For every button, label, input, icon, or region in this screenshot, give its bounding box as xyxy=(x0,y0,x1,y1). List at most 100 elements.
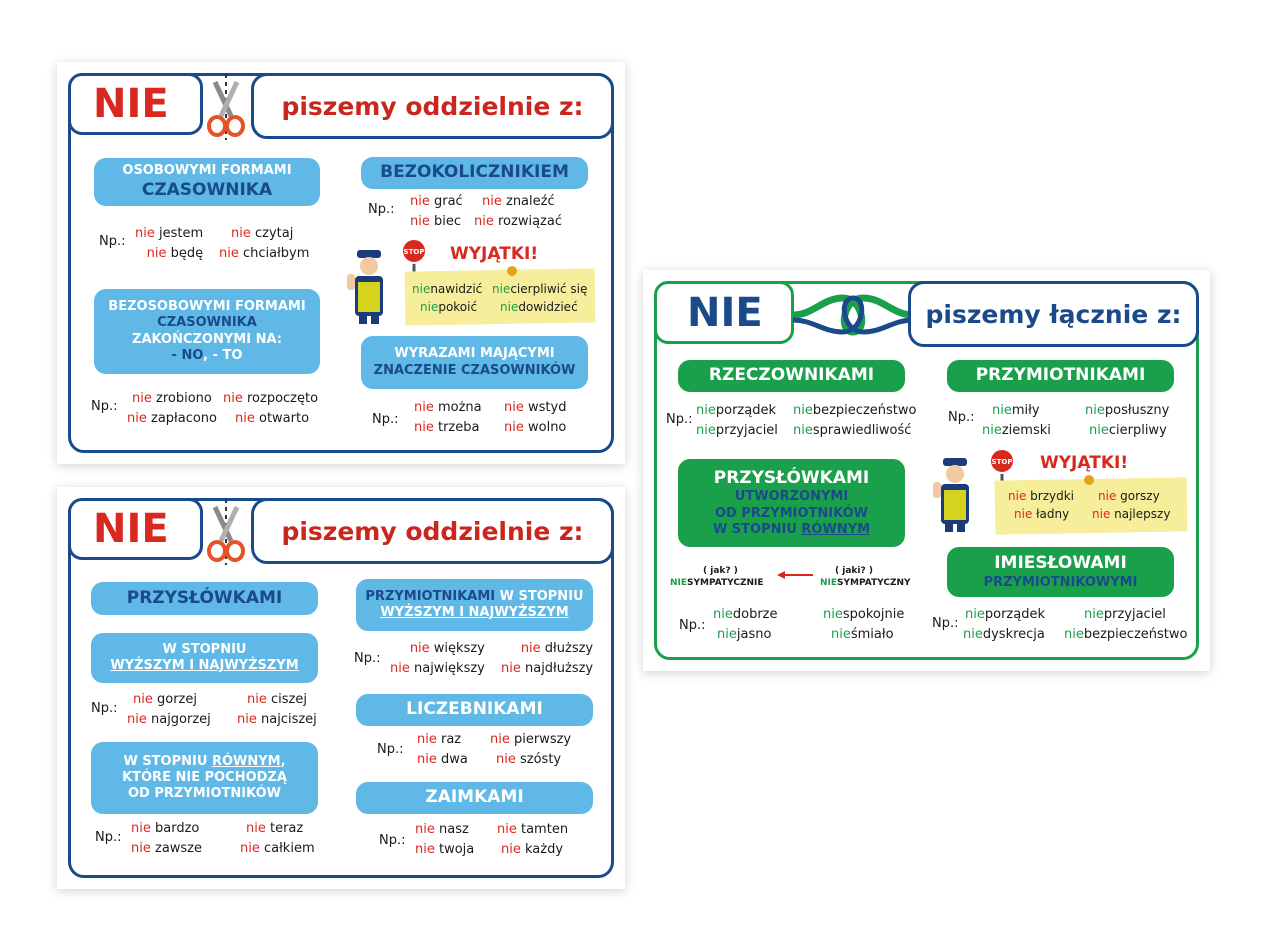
example-word: ładny xyxy=(1032,507,1070,521)
nie-prefix: nie xyxy=(1092,507,1111,521)
label-line: RÓWNYM xyxy=(211,753,281,769)
np-label: Np.: xyxy=(948,410,975,425)
rzeczowniki-label: RZECZOWNIKAMI xyxy=(678,360,905,392)
header-title: piszemy oddzielnie z: xyxy=(251,73,614,139)
example-word: SYMPATYCZNIE xyxy=(687,578,764,588)
label-line: PRZYSŁÓWKAMI xyxy=(713,468,870,488)
stop-sign-icon: STOP xyxy=(989,448,1015,488)
example-word: będę xyxy=(166,246,204,261)
example-word: gorszy xyxy=(1116,489,1160,503)
nie-prefix: nie xyxy=(1085,403,1105,418)
nie-prefix: NIE xyxy=(820,578,838,588)
example-col: nie grać nie biec xyxy=(410,192,463,232)
nie-prefix: nie xyxy=(219,246,239,261)
example-word: śmiało xyxy=(850,627,894,642)
nie-prefix: nie xyxy=(235,411,255,426)
label-line: , - TO xyxy=(203,347,243,363)
nie-prefix: nie xyxy=(1084,607,1104,622)
nie-prefix: nie xyxy=(415,822,435,837)
nie-prefix: nie xyxy=(231,226,251,241)
label-line: ZAKOŃCZONYMI NA: xyxy=(132,331,282,347)
example-word: miły xyxy=(1011,403,1040,418)
example-col: nie raz nie dwa xyxy=(417,730,468,770)
example-word: jasno xyxy=(736,627,772,642)
example-word: twoja xyxy=(434,842,475,857)
question-jaki: ( jaki? ) xyxy=(835,566,873,576)
example-word: dyskrecja xyxy=(982,627,1045,642)
np-label: Np.: xyxy=(368,202,395,217)
nie-prefix: nie xyxy=(410,194,430,209)
nie-prefix: nie xyxy=(132,391,152,406)
example-word: bezpieczeństwo xyxy=(1083,627,1188,642)
nie-prefix: nie xyxy=(417,732,437,747)
example-col: nie dłuższy nie najdłuższy xyxy=(501,639,593,679)
nie-prefix: nie xyxy=(992,403,1012,418)
example-word: ciszej xyxy=(266,692,307,707)
example-col: nie czytaj nie chciałbym xyxy=(219,224,309,264)
nie-prefix: nie xyxy=(501,661,521,676)
example-word: najdłuższy xyxy=(520,661,594,676)
example-col: nie można nie trzeba xyxy=(414,398,482,438)
knot-icon xyxy=(792,294,914,336)
label-line: W STOPNIU xyxy=(162,641,247,657)
example-col: nie bardzo nie zawsze xyxy=(131,819,202,859)
nie-prefix: nie xyxy=(965,607,985,622)
label-line: PRZYSŁÓWKAMI xyxy=(126,587,283,608)
nie-prefix: nie xyxy=(1064,627,1084,642)
example-col: nie większy nie największy xyxy=(390,639,485,679)
nie-prefix: nie xyxy=(490,732,510,747)
nie-prefix: nie xyxy=(247,692,267,707)
nie-prefix: nie xyxy=(417,752,437,767)
nie-prefix: nie xyxy=(713,607,733,622)
example-word: najlepszy xyxy=(1110,507,1171,521)
nie-prefix: nie xyxy=(146,246,167,261)
nie-prefix: nie xyxy=(223,391,243,406)
example-word: teraz xyxy=(265,821,304,836)
nie-prefix: nie xyxy=(963,627,983,642)
scissors-icon xyxy=(207,499,245,565)
nie-prefix: nie xyxy=(240,841,260,856)
np-label: Np.: xyxy=(95,830,122,845)
pin-icon xyxy=(507,266,517,276)
example-word: pokoić xyxy=(438,300,478,314)
example-word: każdy xyxy=(520,842,564,857)
example-word: raz xyxy=(436,732,462,747)
stop-sign-text: STOP xyxy=(992,458,1013,466)
przymiotniki-label: PRZYMIOTNIKAMI xyxy=(947,360,1174,392)
example-col: nie pierwszy nie szósty xyxy=(490,730,571,770)
example-word: tamten xyxy=(516,822,569,837)
label-line: W STOPNIU xyxy=(495,588,584,604)
label-line: UTWORZONYMI xyxy=(734,489,849,505)
nie-prefix: nie xyxy=(793,423,813,438)
arrow-left-icon xyxy=(777,571,813,579)
example-word: grać xyxy=(429,194,463,209)
nie-prefix: nie xyxy=(133,692,153,707)
example-word: dłuższy xyxy=(540,641,594,656)
nie-prefix: nie xyxy=(497,822,517,837)
imieslowy-label: IMIESŁOWAMI PRZYMIOTNIKOWYMI xyxy=(947,547,1174,597)
nie-prefix: nie xyxy=(131,821,151,836)
nie-prefix: nie xyxy=(410,214,430,229)
label-line: RZECZOWNIKAMI xyxy=(708,365,875,386)
nie-prefix: nie xyxy=(520,641,541,656)
nie-prefix: nie xyxy=(127,411,147,426)
nie-prefix: nie xyxy=(496,752,516,767)
nie-prefix: nie xyxy=(127,712,147,727)
example-word: można xyxy=(433,400,482,415)
example-col: nie jestem nie będę xyxy=(135,224,203,264)
bezosobowe-formy-label: BEZOSOBOWYMI FORMAMI CZASOWNIKA ZAKOŃCZO… xyxy=(94,289,320,374)
label-line: ZNACZENIE CZASOWNIKÓW xyxy=(373,362,576,378)
example-word: spokojnie xyxy=(842,607,905,622)
example-col: nie wstyd nie wolno xyxy=(504,398,566,438)
header-title: piszemy łącznie z: xyxy=(908,281,1199,347)
label-line: CZASOWNIKA xyxy=(157,315,257,331)
example-adjective: NIESYMPATYCZNY xyxy=(820,578,911,588)
example-word: szósty xyxy=(515,752,562,767)
label-line: KTÓRE NIE POCHODZĄ xyxy=(122,769,287,785)
label-line: IMIESŁOWAMI xyxy=(994,553,1127,574)
wyzszym-label: W STOPNIU WYŻSZYM I NAJWYŻSZYM xyxy=(91,633,318,683)
example-word: czytaj xyxy=(250,226,294,241)
label-line: BEZOSOBOWYMI FORMAMI xyxy=(108,299,306,314)
example-word: bezpieczeństwo xyxy=(812,403,917,418)
np-label: Np.: xyxy=(372,412,399,427)
